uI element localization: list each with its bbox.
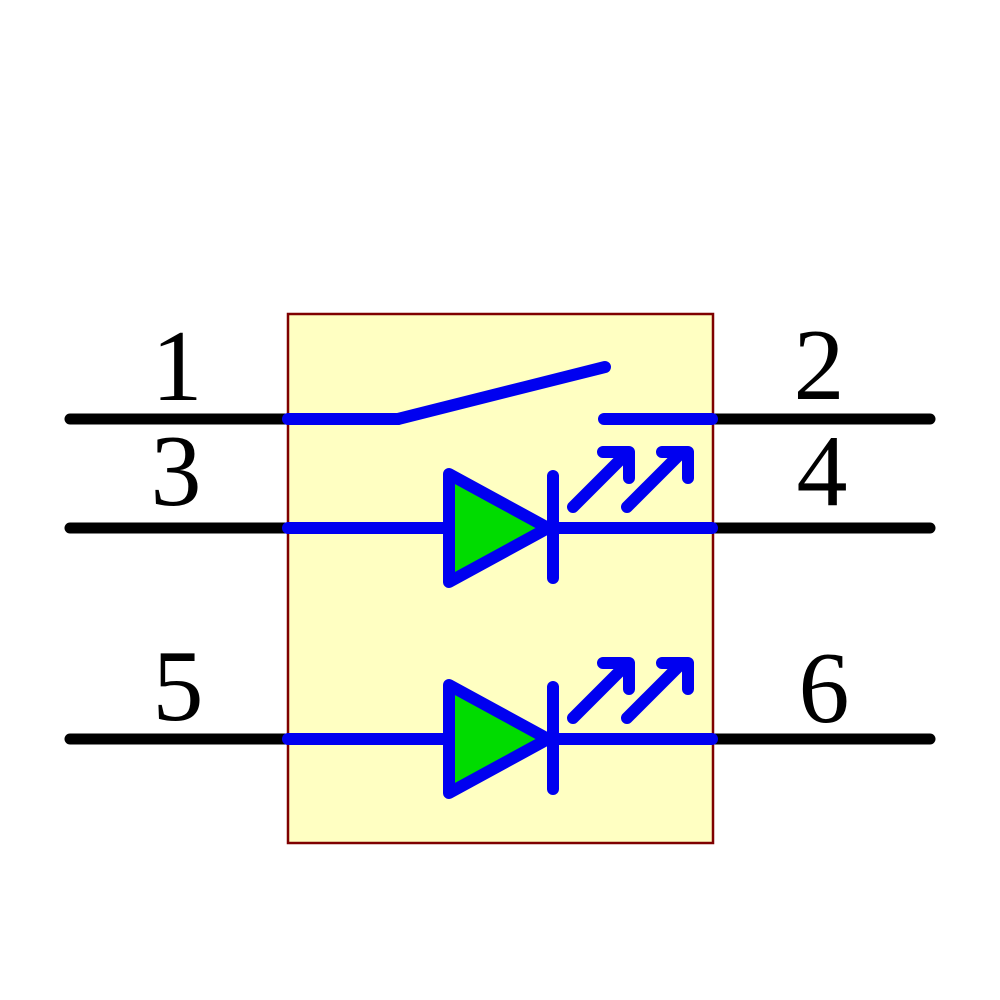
light-arrow-shaft bbox=[567, 664, 627, 724]
light-arrow-head bbox=[656, 446, 694, 484]
led-symbol-2 bbox=[282, 657, 718, 799]
light-arrow-head bbox=[597, 657, 635, 695]
light-arrow-shaft bbox=[621, 660, 685, 724]
pin-label-4: 4 bbox=[797, 415, 848, 528]
pin-label-6: 6 bbox=[799, 632, 850, 745]
pin-labels: 1 2 3 4 5 6 bbox=[151, 309, 850, 745]
light-arrow-head bbox=[656, 657, 694, 695]
led-1-light-emission-arrows-icon bbox=[567, 446, 694, 513]
pin-label-1: 1 bbox=[152, 310, 203, 423]
pin-label-2: 2 bbox=[794, 309, 845, 422]
switch-blade-open bbox=[392, 361, 611, 425]
led-2-light-emission-arrows-icon bbox=[567, 657, 694, 724]
light-arrow-shaft bbox=[567, 453, 627, 513]
optocoupler-relay-symbol[interactable]: 1 2 3 4 5 6 bbox=[64, 309, 936, 845]
light-arrow-shaft bbox=[621, 449, 685, 513]
led-1-anode-triangle bbox=[443, 468, 554, 588]
led-symbol-1 bbox=[282, 446, 718, 588]
light-arrow-head bbox=[597, 446, 635, 484]
switch-symbol bbox=[282, 361, 718, 425]
pin-label-3: 3 bbox=[151, 415, 202, 528]
led-2-anode-triangle bbox=[443, 679, 554, 799]
pin-wires bbox=[64, 413, 936, 745]
pin-label-5: 5 bbox=[153, 630, 204, 743]
